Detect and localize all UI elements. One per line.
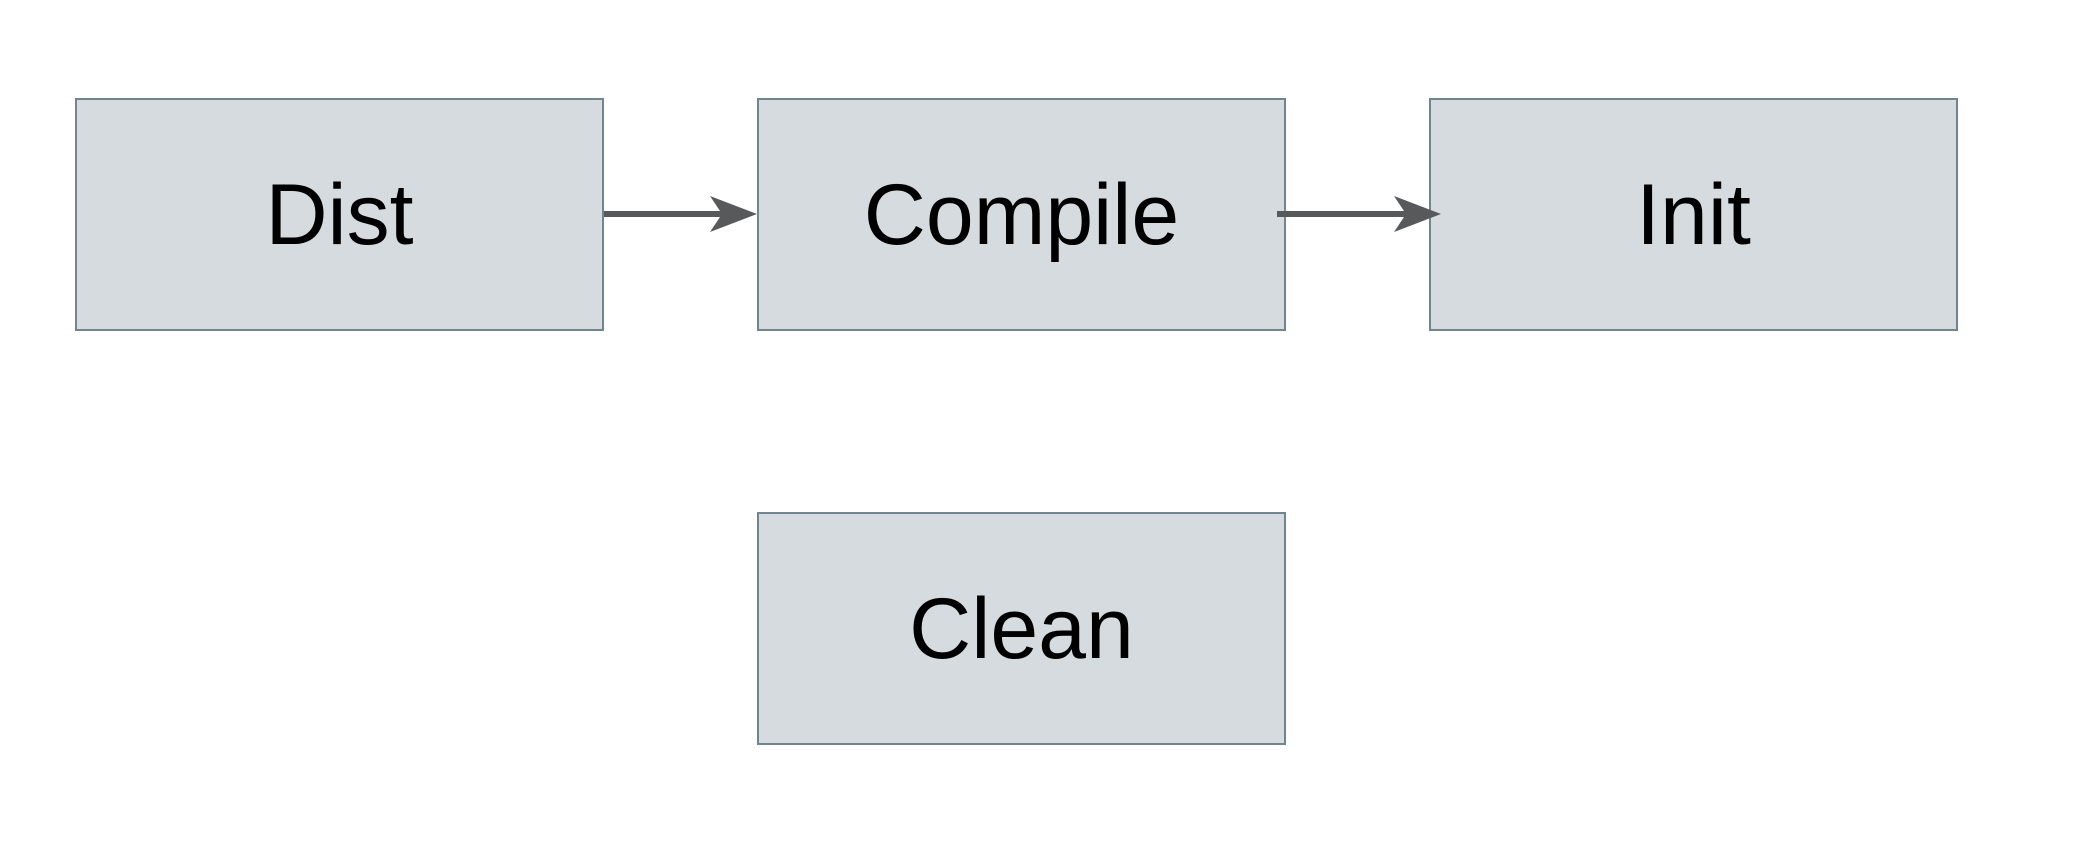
- arrowhead-icon: [710, 196, 757, 232]
- node-dist-label: Dist: [265, 166, 414, 263]
- node-clean[interactable]: Clean: [757, 512, 1286, 745]
- node-dist[interactable]: Dist: [75, 98, 604, 331]
- node-init[interactable]: Init: [1429, 98, 1958, 331]
- node-compile-label: Compile: [863, 166, 1180, 263]
- node-init-label: Init: [1636, 166, 1751, 263]
- arrow-dist-to-compile[interactable]: [604, 193, 757, 235]
- arrow-compile-to-init[interactable]: [1277, 193, 1441, 235]
- node-compile[interactable]: Compile: [757, 98, 1286, 331]
- node-clean-label: Clean: [909, 580, 1134, 677]
- arrowhead-icon: [1394, 196, 1441, 232]
